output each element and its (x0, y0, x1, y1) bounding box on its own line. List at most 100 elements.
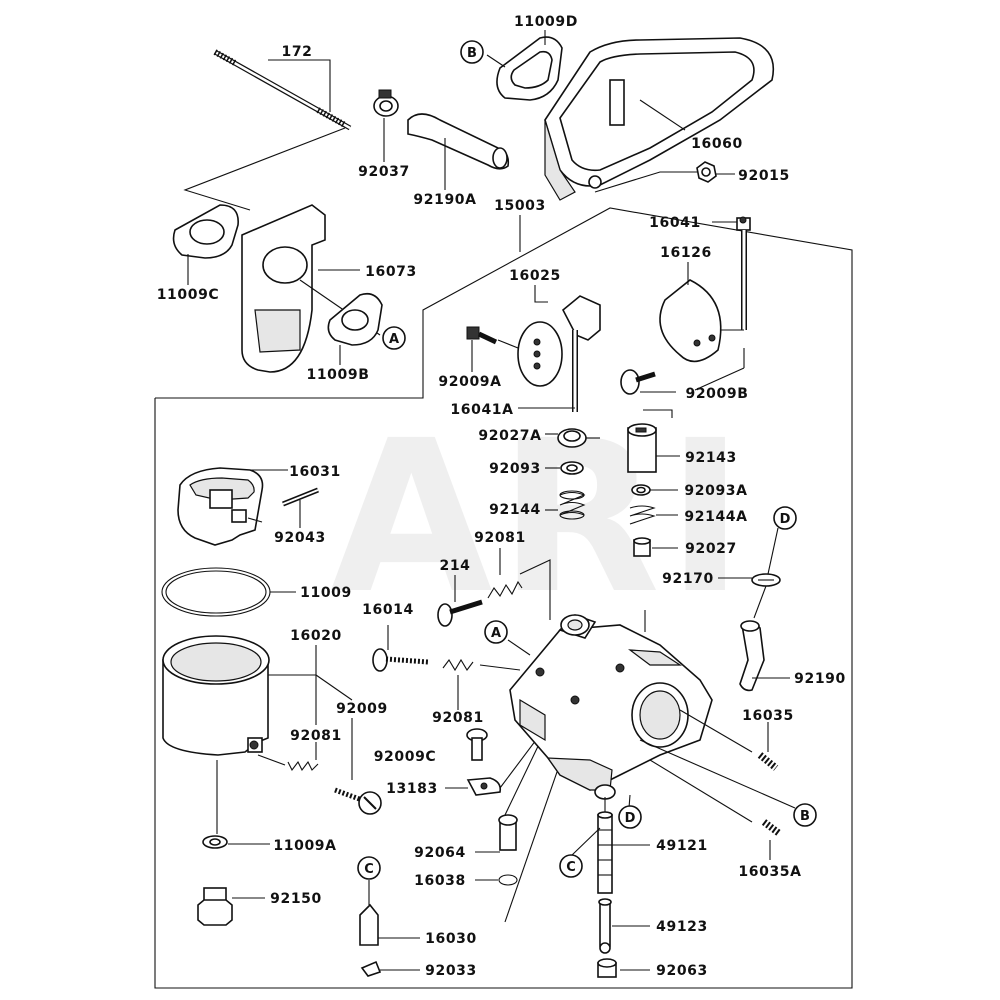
label-13183: 13183 (386, 781, 438, 797)
label-16014: 16014 (362, 602, 414, 618)
part-172-stud (213, 49, 352, 131)
label-92064: 92064 (414, 845, 466, 861)
part-92027A-bushing (557, 428, 587, 448)
svg-text:A: A (491, 626, 501, 641)
part-92015-nut (696, 161, 717, 183)
label-92170: 92170 (662, 571, 714, 587)
label-16038: 16038 (414, 873, 466, 889)
label-92037: 92037 (358, 164, 410, 180)
label-11009A: 11009A (273, 838, 336, 854)
part-92150-bolt (197, 887, 233, 926)
label-49123: 49123 (656, 919, 708, 935)
assembly-outline (154, 207, 853, 989)
part-92190A-hose (407, 113, 510, 170)
label-16035A: 16035A (738, 864, 801, 880)
ref-marker-b-right: B (793, 803, 817, 827)
part-92144-spring (559, 490, 586, 520)
part-92009B-screw (620, 369, 656, 395)
part-92009C-screw (466, 728, 488, 761)
part-92093-washer (560, 461, 584, 475)
part-15003-carburetor-body (509, 614, 713, 800)
label-16126: 16126 (660, 245, 712, 261)
part-92143-collar (627, 423, 657, 473)
part-13183-bracket (466, 777, 502, 796)
part-92081-spring-left (287, 760, 319, 772)
svg-text:A: A (389, 332, 399, 347)
svg-text:D: D (780, 512, 791, 527)
label-16041A: 16041A (450, 402, 513, 418)
part-11009A-washer (202, 835, 228, 849)
label-16041: 16041 (649, 215, 701, 231)
part-16025-throttle-plate (517, 321, 563, 387)
label-16073: 16073 (365, 264, 417, 280)
part-92043-pin (282, 487, 319, 507)
label-49121: 49121 (656, 838, 708, 854)
part-92009-screw (334, 787, 382, 815)
label-92009: 92009 (336, 701, 388, 717)
label-11009C: 11009C (157, 287, 220, 303)
svg-text:C: C (566, 860, 576, 875)
part-16030-valve (359, 903, 379, 946)
part-92033-clip (360, 960, 382, 977)
part-16025-shaft (561, 295, 601, 412)
part-16031-float (177, 467, 264, 546)
svg-text:D: D (625, 811, 636, 826)
label-92027A: 92027A (478, 428, 541, 444)
part-16126-plate (659, 279, 722, 363)
part-16041-shaft (736, 216, 751, 330)
part-11009C-gasket (172, 204, 239, 259)
label-92093A: 92093A (684, 483, 747, 499)
part-92170-clip (751, 573, 781, 587)
ref-marker-b-top: B (460, 40, 484, 64)
ref-marker-a-gasket: A (382, 326, 406, 350)
part-92081-spring-upper (487, 580, 523, 599)
part-16020-bowl (162, 635, 270, 756)
watermark: ARI (330, 395, 750, 640)
label-16020: 16020 (290, 628, 342, 644)
part-number-labels: 15003 172 11009D 16060 92015 92037 92190… (157, 14, 846, 979)
ref-marker-c-left: C (357, 856, 381, 880)
label-92143: 92143 (685, 450, 737, 466)
part-92190-hose (739, 620, 765, 692)
part-49121-tube (597, 811, 613, 894)
label-92144A: 92144A (684, 509, 747, 525)
label-172: 172 (281, 44, 312, 60)
label-92009A: 92009A (438, 374, 501, 390)
svg-text:B: B (800, 809, 810, 824)
label-92043: 92043 (274, 530, 326, 546)
label-15003: 15003 (494, 198, 546, 214)
label-16060: 16060 (691, 136, 743, 152)
label-92009C: 92009C (374, 749, 437, 765)
label-92081-left: 92081 (290, 728, 342, 744)
part-16035A-plug (761, 819, 783, 837)
label-214: 214 (439, 558, 470, 574)
label-11009B: 11009B (307, 367, 370, 383)
label-16031: 16031 (289, 464, 341, 480)
label-92093: 92093 (489, 461, 541, 477)
label-92081-lower: 92081 (432, 710, 484, 726)
part-214-screw (437, 599, 483, 627)
part-92064-jet (498, 814, 518, 851)
label-16030: 16030 (425, 931, 477, 947)
label-11009: 11009 (300, 585, 352, 601)
part-92037-clamp (373, 89, 399, 117)
label-16035: 16035 (742, 708, 794, 724)
part-92027-sleeve (633, 537, 651, 557)
part-92009A-screw (466, 326, 498, 345)
label-92063: 92063 (656, 963, 708, 979)
ref-marker-d-lower: D (618, 805, 642, 829)
part-92063-cap (597, 958, 617, 978)
part-16073-insulator (241, 204, 326, 373)
part-92081-spring-lower (442, 658, 474, 672)
label-16025: 16025 (509, 268, 561, 284)
svg-text:C: C (364, 862, 374, 877)
label-92190A: 92190A (413, 192, 476, 208)
part-92144A-spring (629, 505, 656, 525)
part-11009-ring (161, 567, 271, 617)
part-16014-screw (372, 648, 429, 672)
label-92190: 92190 (794, 671, 846, 687)
label-92015: 92015 (738, 168, 790, 184)
label-92150: 92150 (270, 891, 322, 907)
label-92081-upper: 92081 (474, 530, 526, 546)
part-16038-oring (498, 874, 518, 886)
